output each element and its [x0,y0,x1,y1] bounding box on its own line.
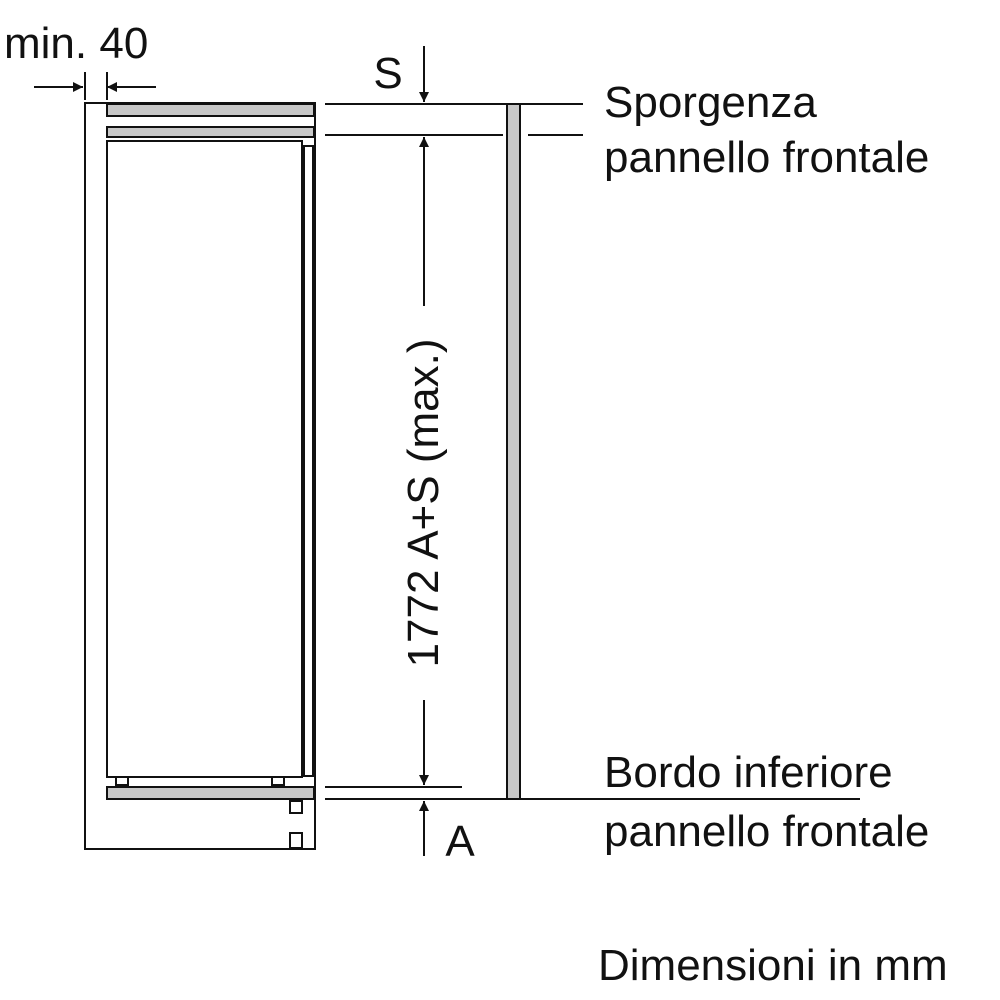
top-rail-upper [106,103,315,117]
foot-upper [289,800,303,814]
height-label: 1772 A+S (max.) [399,339,448,668]
protrusion-label-line1: Sporgenza [604,78,817,127]
reference-lines [325,103,860,800]
bottom-edge-label-line2: pannello frontale [604,807,929,856]
units-label: Dimensioni in mm [598,941,948,990]
bottom-edge-label-line1: Bordo inferiore [604,748,893,797]
protrusion-label-line2: pannello frontale [604,133,929,182]
front-panel [506,103,521,800]
top-rails [106,103,315,138]
foot-lower [289,832,303,849]
cabinet-niche [84,102,316,850]
s-label: S [373,49,402,98]
min-gap-dimension [34,72,156,100]
appliance-body [106,140,314,786]
top-rail-lower [106,126,315,138]
min-gap-label: min. 40 [4,19,148,68]
a-label: A [445,817,475,866]
bottom-rail [106,786,315,849]
